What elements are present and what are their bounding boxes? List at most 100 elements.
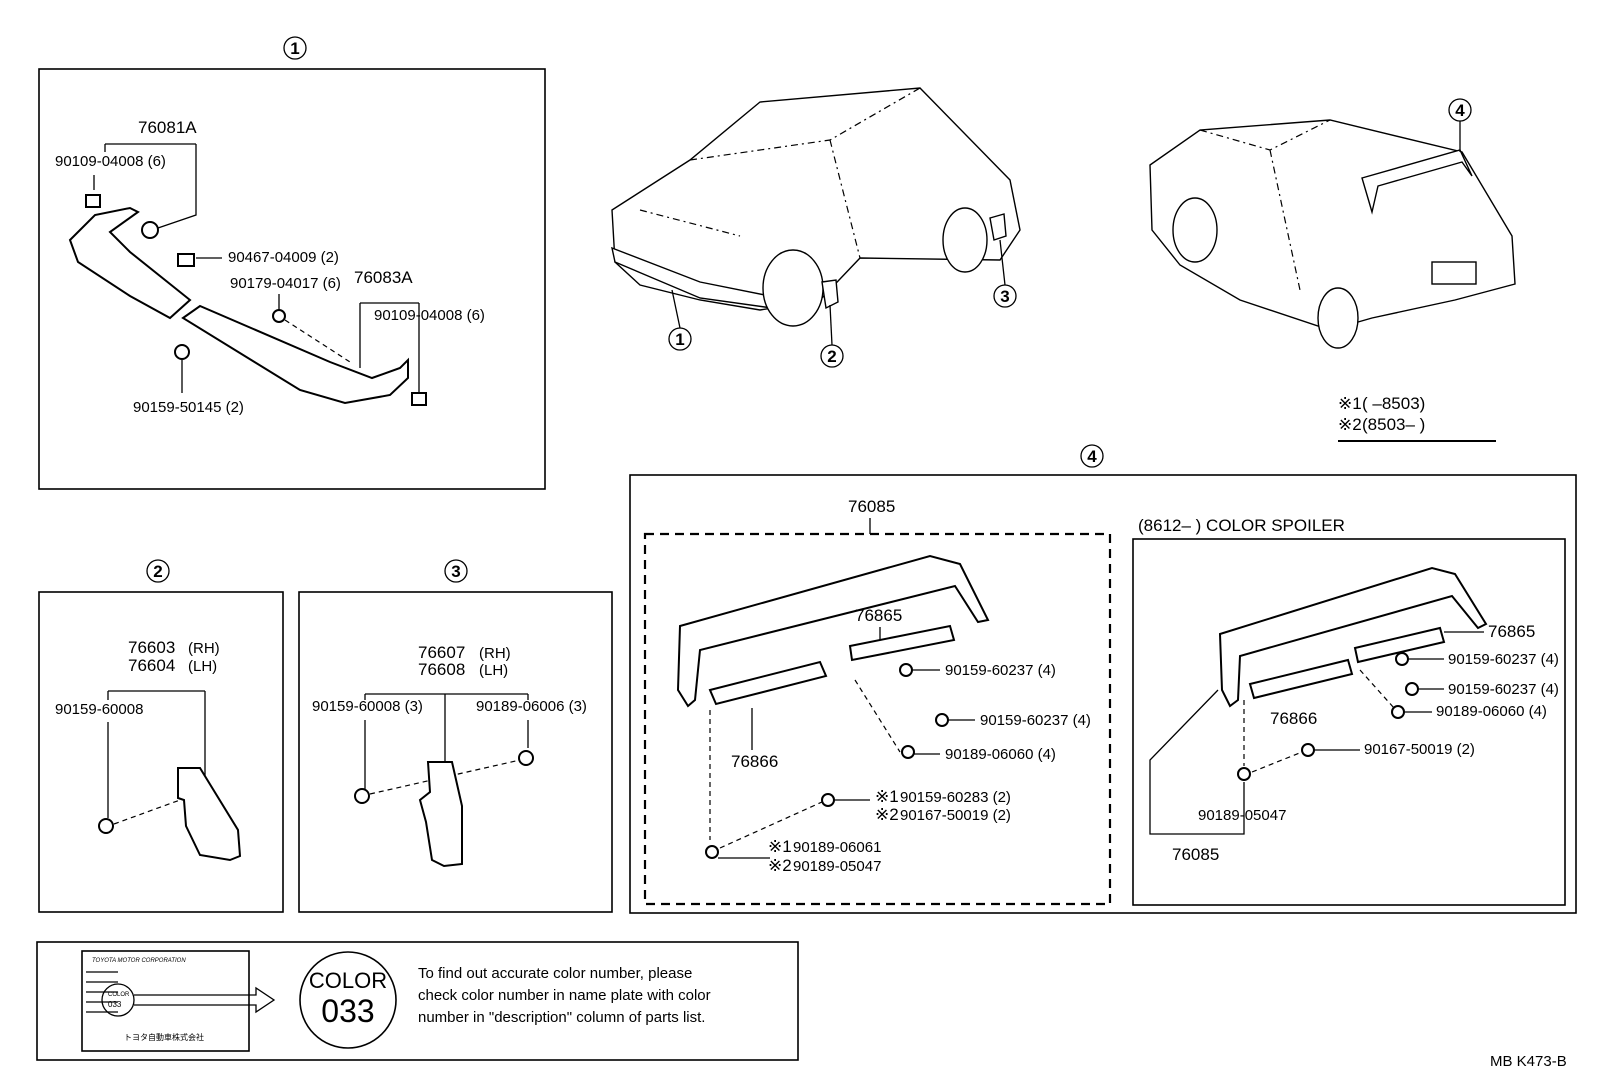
bracket-76866-part	[708, 660, 828, 706]
rear-wheel	[942, 207, 988, 273]
section-3-mudguard-rear: 3 76607 (RH) 76608 (LH) 90159-60008 (3) …	[298, 559, 613, 913]
color-badge-word: COLOR	[309, 968, 387, 993]
leader-76081a	[104, 143, 197, 229]
label-76085-left: 76085	[848, 497, 895, 516]
bracket-76865-color-part	[1353, 626, 1446, 664]
dashed-guide	[719, 801, 823, 849]
label-76083a: 76083A	[354, 268, 413, 287]
label-90189-05047-right: 90189-05047	[1198, 807, 1286, 824]
mudguard-front-part	[177, 767, 242, 862]
front-car-body	[611, 87, 1021, 311]
legend-range-1: ( –8503)	[1362, 394, 1425, 413]
mark-2-b: ※2	[768, 856, 792, 875]
clip-icon	[1237, 767, 1251, 781]
leader-car-3	[999, 239, 1006, 286]
section-1-front-spoiler: 1 76081A 90109-04008 (6) 90467-04009 (2)…	[38, 36, 546, 490]
plate-corp-text: TOYOTA MOTOR CORPORATION	[92, 958, 186, 964]
callout-circle-4	[1080, 444, 1104, 468]
callout-3-label: 3	[451, 562, 460, 581]
label-90159-60008: 90159-60008	[55, 701, 143, 718]
mudguard-rear-part	[418, 761, 463, 868]
section-3-frame	[298, 591, 613, 913]
leader-76607	[364, 693, 529, 768]
rear-spoiler-left-part	[676, 554, 990, 708]
label-90159-60237-b-left: 90159-60237 (4)	[980, 712, 1091, 729]
label-lh: (LH)	[188, 658, 217, 675]
color-plate-frame	[36, 941, 799, 1061]
label-76085-right: 76085	[1172, 845, 1219, 864]
color-note-line-3: number in "description" column of parts …	[418, 1009, 705, 1026]
label-76866-left: 76866	[731, 752, 778, 771]
legend-mark-2: ※2	[1338, 415, 1362, 434]
section-2-frame	[38, 591, 284, 913]
fastener-icon	[272, 309, 286, 323]
label-76607: 76607	[418, 643, 465, 662]
color-note-line-2: check color number in name plate with co…	[418, 987, 711, 1004]
front-wheel	[762, 249, 824, 327]
rear-car-wheel-a	[1172, 197, 1218, 263]
plate-color-circle	[101, 983, 135, 1017]
car-outline-dashed	[1199, 119, 1331, 291]
label-rh: (RH)	[479, 645, 511, 662]
callout-2-label: 2	[153, 562, 162, 581]
rear-car-wheel-b	[1317, 287, 1359, 349]
car-callout-1: 1	[675, 330, 684, 349]
rear-plate-recess	[1431, 261, 1477, 285]
legend-range-2: (8503– )	[1362, 415, 1425, 434]
section-2-mudguard-front: 2 76603 (RH) 76604 (LH) 90159-60008	[38, 559, 284, 913]
fastener-icon	[177, 253, 195, 267]
plate-color-num: 033	[108, 1000, 122, 1009]
label-90167-50019-left: 90167-50019 (2)	[900, 807, 1011, 824]
color-spoiler-title: (8612– ) COLOR SPOILER	[1138, 516, 1345, 535]
fastener-icon	[411, 392, 427, 406]
callout-1-label: 1	[290, 39, 299, 58]
callout-circle-1	[283, 36, 307, 60]
plate-maker-text: トヨタ自動車株式会社	[124, 1032, 204, 1042]
mark-1-b: ※1	[768, 837, 792, 856]
dashed-guide	[1359, 669, 1395, 709]
label-76604: 76604	[128, 656, 175, 675]
fastener-icon	[85, 194, 101, 208]
screw-icon	[1301, 743, 1315, 757]
screw-icon	[935, 713, 949, 727]
dashed-guide	[854, 679, 901, 753]
label-76081a: 76081A	[138, 118, 197, 137]
leader-76085-right	[1149, 689, 1245, 835]
color-note-line-1: To find out accurate color number, pleas…	[418, 965, 692, 982]
mark-1-a: ※1	[875, 787, 899, 806]
section-4-standard-spoiler-group: 76085 76865 90159-60237 (4) 90159-60237 …	[643, 497, 1112, 906]
leader-76083a	[359, 302, 420, 393]
color-badge-number: 033	[321, 993, 374, 1029]
label-90167-50019-right: 90167-50019 (2)	[1364, 741, 1475, 758]
label-90467-04009: 90467-04009 (2)	[228, 249, 339, 266]
bracket-76865-part	[848, 624, 956, 662]
car-callout-4: 4	[1455, 101, 1465, 120]
label-90189-06060-right: 90189-06060 (4)	[1436, 703, 1547, 720]
plate-lines	[86, 971, 118, 1013]
front-spoiler-left-part	[68, 206, 192, 320]
leader-76603	[107, 690, 206, 780]
label-90159-60237-a-right: 90159-60237 (4)	[1448, 651, 1559, 668]
leader-car-2	[829, 304, 833, 346]
clip-icon	[518, 750, 534, 766]
standard-spoiler-dashed-frame	[643, 532, 1112, 906]
callout-circle-2	[146, 559, 170, 583]
nut-icon	[1391, 705, 1405, 719]
callout-circle-3	[444, 559, 468, 583]
label-76865-right: 76865	[1488, 622, 1535, 641]
screw-icon	[1405, 682, 1419, 696]
arrow-icon	[134, 986, 276, 1014]
front-spoiler-right-part	[181, 304, 409, 405]
label-76866-right: 76866	[1270, 709, 1317, 728]
label-76603: 76603	[128, 638, 175, 657]
color-plate-info: TOYOTA MOTOR CORPORATION COLOR 033 トヨタ自動…	[36, 941, 799, 1061]
fastener-icon	[141, 221, 159, 239]
label-90159-50145: 90159-50145 (2)	[133, 399, 244, 416]
dashed-guide	[284, 319, 351, 363]
name-plate-illustration	[81, 950, 250, 1052]
section-4-color-spoiler-group: (8612– ) COLOR SPOILER 76865 90159-60237…	[1132, 516, 1566, 906]
label-90189-06006: 90189-06006 (3)	[476, 698, 587, 715]
screw-icon	[354, 788, 370, 804]
